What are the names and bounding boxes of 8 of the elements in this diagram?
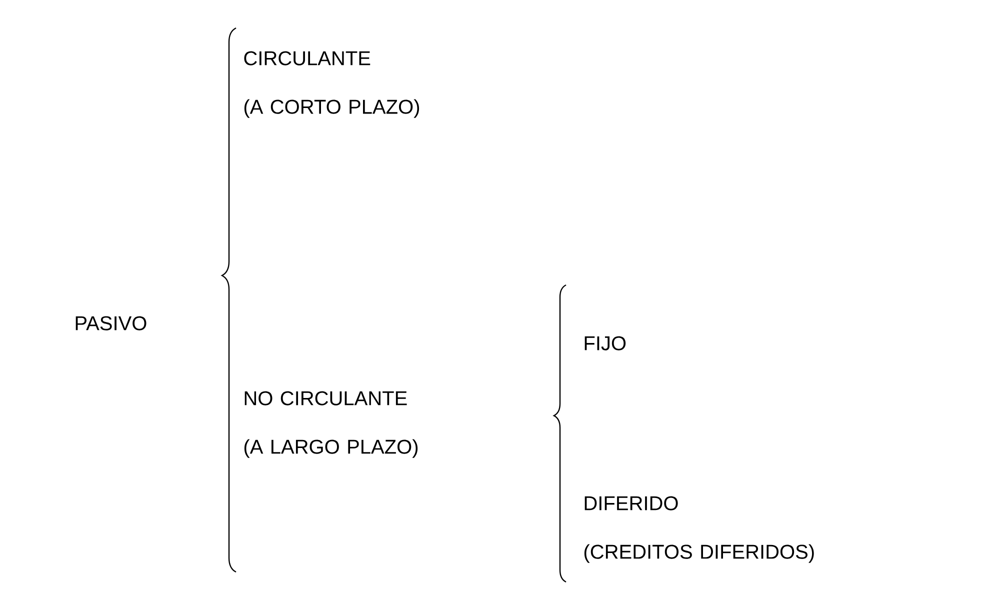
label: (A LARGO PLAZO) (244, 439, 418, 458)
label: FIJO (584, 336, 626, 350)
label: DIFERIDO (584, 496, 678, 510)
label: NO CIRCULANTE (244, 391, 407, 406)
label: (CREDITOS DIFERIDOS) (584, 544, 814, 563)
label: CIRCULANTE (244, 51, 370, 66)
label: (A CORTO PLAZO) (244, 99, 420, 118)
label: PASIVO (76, 316, 146, 330)
